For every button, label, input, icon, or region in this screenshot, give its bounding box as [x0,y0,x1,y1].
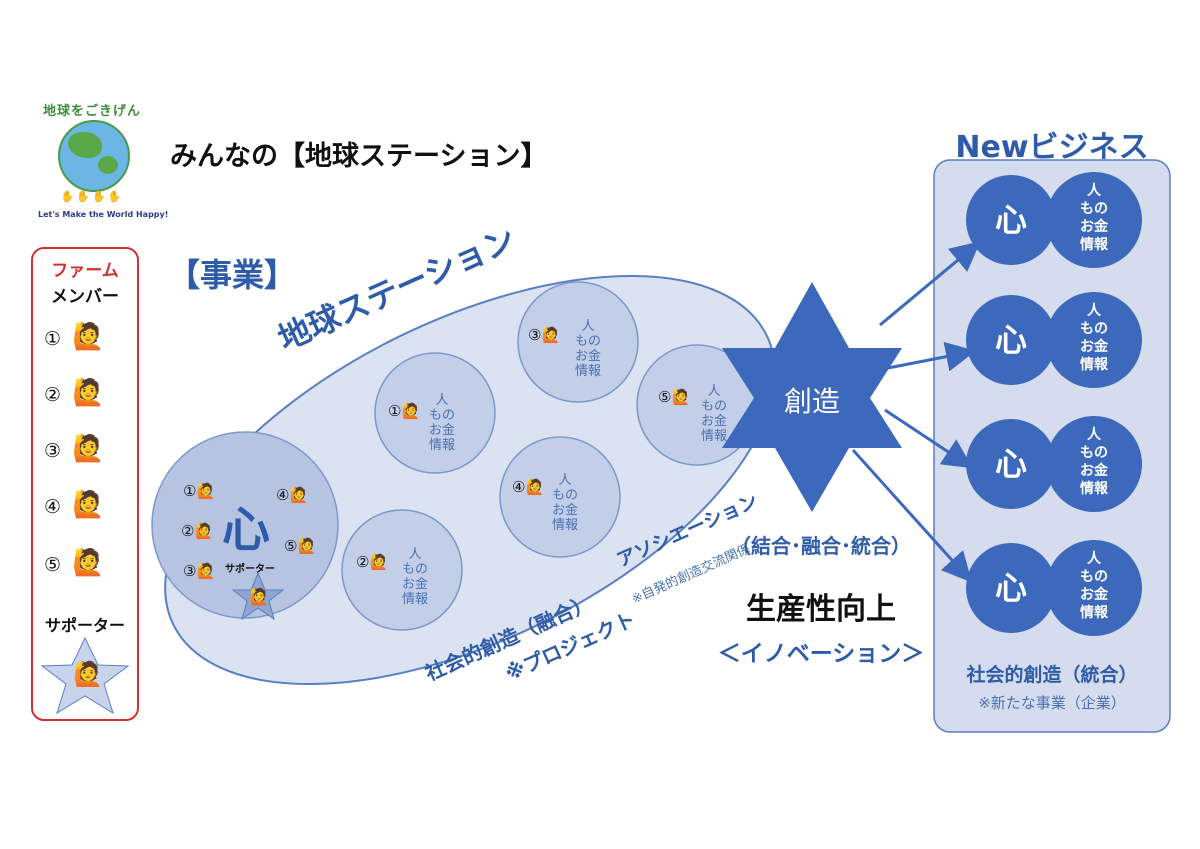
core-member-2: ②🙋 [181,522,214,540]
person-icon: 🙋 [72,548,105,578]
resource-member: ④🙋 [512,478,545,496]
creation-star [722,282,902,512]
business-label: 【事業】 [168,256,297,294]
resource-member: ⑤🙋 [658,388,691,406]
resource-circle-1 [374,352,496,474]
resource-member: ①🙋 [388,402,421,420]
resource-circle-4 [499,436,621,558]
business-unit: 心 人 もの お金 情報 [966,416,1156,512]
arrow-to-business-1 [879,241,981,327]
member-row: ② 🙋 [44,378,105,408]
kokoro-circle: 心 [966,419,1056,509]
page-title: みんなの【地球ステーション】 [170,141,548,172]
resource-circle: 人 もの お金 情報 [1046,172,1142,268]
new-business-footer-note: ※新たな事業（企業） [978,694,1126,712]
resource-member: ②🙋 [356,553,389,571]
person-icon: 🙋 [289,486,309,504]
person-icon: 🙋 [72,490,105,520]
core-kokoro: 心 [222,502,271,558]
core-star [231,571,285,621]
new-business-footer: 社会的創造（統合） [966,664,1138,686]
person-icon: 🙋 [369,553,389,571]
resource-circle: 人 もの お金 情報 [1046,292,1142,388]
member-number: ① [44,328,62,350]
resource-circle-2 [341,509,463,631]
resource-list: 人 もの お金 情報 [574,319,601,379]
resource-circle: 人 もの お金 情報 [1046,540,1142,636]
member-row: ④ 🙋 [44,490,105,520]
core-supporter-icon: 🙋 [249,587,269,606]
person-icon: 🙋 [196,562,216,580]
core-supporter-label: サポーター [225,564,275,575]
person-icon: 🙋 [72,378,105,408]
resource-member: ③🙋 [528,326,561,344]
member-row: ⑤ 🙋 [44,548,105,578]
earth-icon [58,120,130,192]
new-business-title: Newビジネス [955,130,1149,165]
member-number: ② [44,384,62,406]
logo-tagline: Let's Make the World Happy! [38,210,169,219]
resource-list: 人 もの お金 情報 [401,547,428,607]
business-unit: 心 人 もの お金 情報 [966,540,1156,636]
person-icon: 🙋 [541,326,561,344]
member-row: ③ 🙋 [44,434,105,464]
resource-list: 人 もの お金 情報 [428,393,455,453]
resource-list: 人 もの お金 情報 [551,473,578,533]
supporter-person-icon: 🙋 [73,660,103,688]
member-number: ④ [44,496,62,518]
core-member-1: ①🙋 [183,482,216,500]
productivity-label: 生産性向上 [746,592,896,627]
farm-supporter-star [40,636,130,715]
core-member-4: ④🙋 [276,486,309,504]
supporter-label: サポーター [44,616,125,635]
resource-circle-3 [517,281,639,403]
person-icon: 🙋 [196,482,216,500]
member-number: ③ [44,440,62,462]
farm-title: ファーム [51,261,119,281]
business-unit: 心 人 もの お金 情報 [966,292,1156,388]
arrow-to-business-4 [851,448,973,583]
person-icon: 🙋 [297,537,317,555]
person-icon: 🙋 [525,478,545,496]
kokoro-circle: 心 [966,295,1056,385]
business-unit: 心 人 もの お金 情報 [966,172,1156,268]
farm-box [31,247,139,721]
hands-icon: ✋✋✋✋ [60,190,124,203]
member-row: ① 🙋 [44,322,105,352]
combine-label: （結合･融合･統合） [731,534,911,558]
arrow-to-business-3 [884,408,974,469]
person-icon: 🙋 [72,434,105,464]
core-circle [151,431,339,619]
members-label: メンバー [51,287,119,307]
person-icon: 🙋 [401,402,421,420]
creation-label: 創造 [783,385,840,418]
core-member-5: ⑤🙋 [284,537,317,555]
kokoro-circle: 心 [966,543,1056,633]
core-member-3: ③🙋 [183,562,216,580]
person-icon: 🙋 [671,388,691,406]
resource-list: 人 もの お金 情報 [700,384,727,444]
person-icon: 🙋 [194,522,214,540]
member-number: ⑤ [44,554,62,576]
kokoro-circle: 心 [966,175,1056,265]
innovation-label: ＜イノベーション＞ [717,641,925,667]
logo: 地球をごきげんに！ ✋✋✋✋ Let's Make the World Happ… [38,98,169,230]
person-icon: 🙋 [72,322,105,352]
resource-circle: 人 もの お金 情報 [1046,416,1142,512]
arrow-to-business-2 [887,341,976,372]
